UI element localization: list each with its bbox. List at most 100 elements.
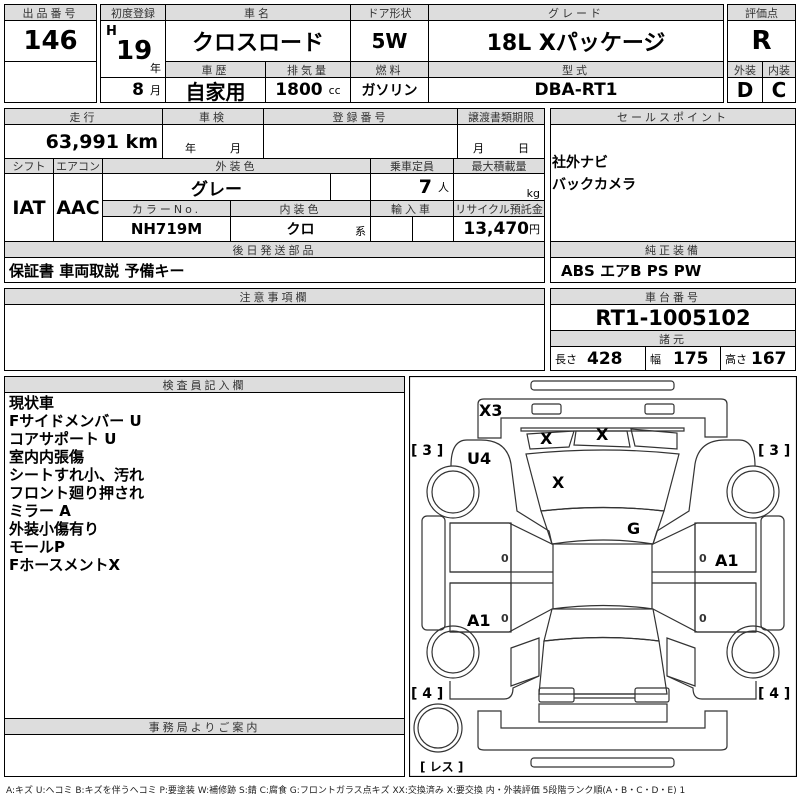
note-item: ミラー A: [9, 502, 71, 520]
equipment-label: 純正装備: [550, 241, 796, 258]
import-label: 輸入車: [370, 200, 454, 217]
grade: 18L Xパッケージ: [428, 20, 724, 62]
height-label: 高さ: [725, 352, 747, 366]
grade-label: グレード: [428, 4, 724, 21]
score-label: 評価点: [727, 4, 796, 21]
tire-rear-left: [ 4 ]: [411, 686, 443, 702]
interior-value: クロ: [286, 222, 315, 238]
displacement-unit: cc: [328, 83, 341, 97]
ext-grade: D: [727, 77, 763, 103]
capacity-value: 7: [418, 176, 432, 198]
displacement: 1800 cc: [265, 77, 351, 103]
equipment: ABS エアB PS PW: [550, 257, 796, 283]
score: R: [727, 20, 796, 62]
legend: A:キズ U:ヘコミ B:キズを伴うヘコミ P:要塗装 W:補修跡 S:錆 C:…: [6, 786, 686, 796]
chassis-number: RT1-1005102: [550, 304, 796, 331]
fuel-label: 燃料: [350, 61, 429, 78]
transfer-label: 譲渡書類期限: [457, 108, 545, 125]
inspection-date: 年月: [162, 124, 264, 159]
fuel: ガソリン: [350, 77, 429, 103]
tire-front-left: [ 3 ]: [411, 443, 443, 459]
reg-no-label: 登録番号: [263, 108, 458, 125]
sales-point-item: バックカメラ: [552, 177, 636, 193]
note-item: Fサイドメンバー U: [9, 412, 142, 430]
import-b: [412, 216, 454, 242]
note-item: フロント廻り押され: [9, 484, 145, 502]
ac: AAC: [53, 173, 103, 242]
model-label: 型式: [428, 61, 724, 78]
car-damage-diagram: X3 X X U4 X G A1 A1 0 0 0 0 [ 3 ] [ 3 ] …: [409, 376, 797, 777]
inspection-year-unit: 年: [185, 142, 196, 155]
mark-zero: 0: [699, 612, 707, 625]
shift-label: シフト: [4, 158, 54, 174]
color-label: 外装色: [102, 158, 371, 174]
door-type: 5W: [350, 20, 429, 62]
sales-point-item: 社外ナビ: [552, 155, 608, 171]
parts: 保証書 車両取説 予備キー: [4, 257, 545, 283]
interior-label: 内装色: [230, 200, 371, 217]
exterior-color: グレー: [102, 173, 331, 201]
model: DBA-RT1: [428, 77, 724, 103]
tire-rear-right: [ 4 ]: [758, 686, 790, 702]
transfer-date: 月日: [457, 124, 545, 159]
note-item: 現状車: [9, 394, 55, 412]
height: 高さ 167: [720, 346, 796, 371]
first-reg-year: H 19 年: [100, 20, 166, 78]
color-no-label: カラーNo.: [102, 200, 231, 217]
door-label: ドア形状: [350, 4, 429, 21]
spec-label: 諸元: [550, 330, 796, 347]
mark-zero: 0: [501, 552, 509, 565]
color-extra: [330, 173, 371, 201]
mark-grille: X: [596, 425, 609, 444]
interior-unit: 系: [355, 225, 366, 238]
lot-empty: [4, 61, 97, 103]
mark-zero: 0: [699, 552, 707, 565]
import-a: [370, 216, 413, 242]
first-reg-label: 初度登録: [100, 4, 166, 21]
displacement-label: 排気量: [265, 61, 351, 78]
capacity-unit: 人: [438, 181, 449, 194]
color-no: NH719M: [102, 216, 231, 242]
month: 8: [132, 80, 144, 100]
year: 19: [116, 36, 153, 66]
mark-right-door: A1: [715, 551, 739, 570]
office-label: 事務局よりご案内: [4, 718, 405, 735]
ac-label: エアコン: [53, 158, 103, 174]
int-grade: C: [762, 77, 796, 103]
inspection-month-unit: 月: [230, 142, 241, 155]
lot-label: 出品番号: [4, 4, 97, 21]
caution-box: [4, 304, 545, 371]
length-value: 428: [587, 348, 623, 369]
sales-points: 社外ナビ バックカメラ: [552, 152, 636, 196]
recycle-label: リサイクル預託金: [453, 200, 545, 217]
mileage: 63,991 km: [4, 124, 163, 159]
load-label: 最大積載量: [453, 158, 545, 174]
inspector-notes: 現状車 Fサイドメンバー U コアサポート U 室内内張傷 シートすれ小、汚れ …: [9, 394, 144, 574]
office-box: [4, 734, 405, 777]
length-label: 長さ: [555, 352, 577, 366]
mark-zero: 0: [501, 612, 509, 625]
width-value: 175: [673, 348, 709, 369]
note-item: コアサポート U: [9, 430, 117, 448]
chassis-label: 車台番号: [550, 288, 796, 305]
history: 自家用: [165, 77, 266, 104]
inspection-label: 車検: [162, 108, 264, 125]
mark-left-rear-door: A1: [467, 611, 491, 630]
recycle-unit: 円: [529, 223, 540, 236]
ext-label: 外装: [727, 61, 763, 78]
shift: IAT: [4, 173, 54, 242]
capacity-label: 乗車定員: [370, 158, 454, 174]
lot-number: 146: [4, 20, 97, 62]
mark-headlight: X: [540, 429, 553, 448]
height-value: 167: [751, 348, 787, 369]
mark-windshield: G: [627, 519, 640, 538]
sales-point-label: セールスポイント: [550, 108, 796, 125]
era: H: [106, 24, 117, 39]
note-item: 室内内張傷: [9, 448, 85, 466]
inspector-label: 検査員記入欄: [4, 376, 405, 393]
displacement-value: 1800: [275, 80, 323, 100]
recycle-value: 13,470: [463, 219, 529, 239]
